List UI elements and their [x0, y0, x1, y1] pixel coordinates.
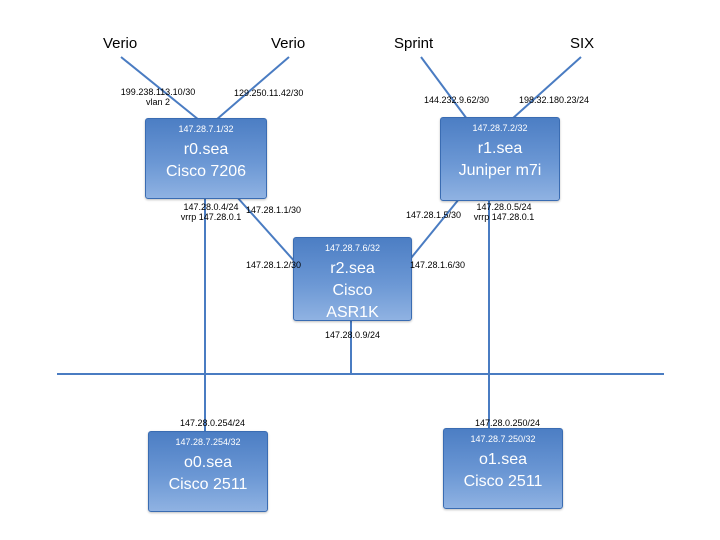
node-model: Juniper m7i: [458, 162, 542, 179]
link-label-verio1-r0: 199.238.113.10/30 vlan 2: [108, 87, 208, 107]
node-model-line-1: Cisco: [332, 282, 373, 299]
router-node-o1: 147.28.7.250/32 o1.sea Cisco 2511: [443, 428, 563, 509]
node-name: o1.sea: [478, 451, 528, 468]
node-loopback: 147.28.7.1/32: [178, 124, 234, 134]
link-label-r2-lan: 147.28.0.9/24: [325, 330, 381, 340]
router-node-r0: 147.28.7.1/32 r0.sea Cisco 7206: [145, 118, 267, 199]
router-node-o0: 147.28.7.254/32 o0.sea Cisco 2511: [148, 431, 268, 512]
link-label-r1-lan: 147.28.0.5/24 vrrp 147.28.0.1: [470, 202, 538, 222]
link-line-r0-r2: [236, 196, 297, 264]
link-label-ip: 147.28.0.4/24: [183, 202, 239, 212]
link-label-six-r1: 198.32.180.23/24: [519, 95, 590, 105]
link-label-vlan: vlan 2: [145, 97, 171, 107]
node-model: Cisco 2511: [168, 476, 248, 493]
node-loopback: 147.28.7.2/32: [472, 123, 528, 133]
link-label-vrrp: vrrp 147.28.0.1: [180, 212, 242, 222]
router-node-r1: 147.28.7.2/32 r1.sea Juniper m7i: [440, 117, 560, 201]
link-label-vrrp: vrrp 147.28.0.1: [473, 212, 535, 222]
link-line-r1-r2: [406, 198, 460, 264]
node-loopback: 147.28.7.250/32: [470, 434, 536, 444]
link-line-verio1-r0: [120, 56, 200, 121]
link-label-r0-r2-upper: 147.28.1.1/30: [246, 205, 302, 215]
link-label-o0-lan: 147.28.0.254/24: [180, 418, 246, 428]
node-model-line-2: ASR1K: [326, 304, 379, 321]
node-name: r0.sea: [183, 141, 229, 158]
node-loopback: 147.28.7.6/32: [324, 243, 381, 253]
link-label-r0-lan: 147.28.0.4/24 vrrp 147.28.0.1: [178, 202, 244, 222]
upstream-label-sprint: Sprint: [394, 35, 434, 52]
link-label-r1-r2-upper: 147.28.1.5/30: [406, 210, 462, 220]
node-loopback: 147.28.7.254/32: [175, 437, 241, 447]
router-node-r2: 147.28.7.6/32 r2.sea Cisco ASR1K: [293, 237, 412, 321]
link-label-r1-r2-lower: 147.28.1.6/30: [410, 260, 466, 270]
upstream-label-six: SIX: [570, 35, 595, 52]
node-model: Cisco 7206: [165, 163, 247, 180]
node-model: Cisco 2511: [463, 473, 543, 490]
link-label-sprint-r1: 144.232.9.62/30: [424, 95, 490, 105]
link-label-r0-r2-lower: 147.28.1.2/30: [246, 260, 302, 270]
link-label-verio2-r0: 129.250.11.42/30: [234, 88, 304, 98]
node-name: r2.sea: [330, 260, 375, 277]
link-line-sprint-r1: [420, 56, 468, 120]
link-label-ip: 147.28.0.5/24: [476, 202, 532, 212]
link-line-six-r1: [511, 56, 582, 120]
upstream-label-verio-1: Verio: [103, 35, 138, 52]
node-name: r1.sea: [477, 140, 523, 157]
link-line-verio2-r0: [215, 56, 290, 121]
link-label-o1-lan: 147.28.0.250/24: [475, 418, 541, 428]
node-name: o0.sea: [183, 454, 233, 471]
upstream-label-verio-2: Verio: [271, 35, 306, 52]
link-label-ip: 199.238.113.10/30: [120, 87, 196, 97]
